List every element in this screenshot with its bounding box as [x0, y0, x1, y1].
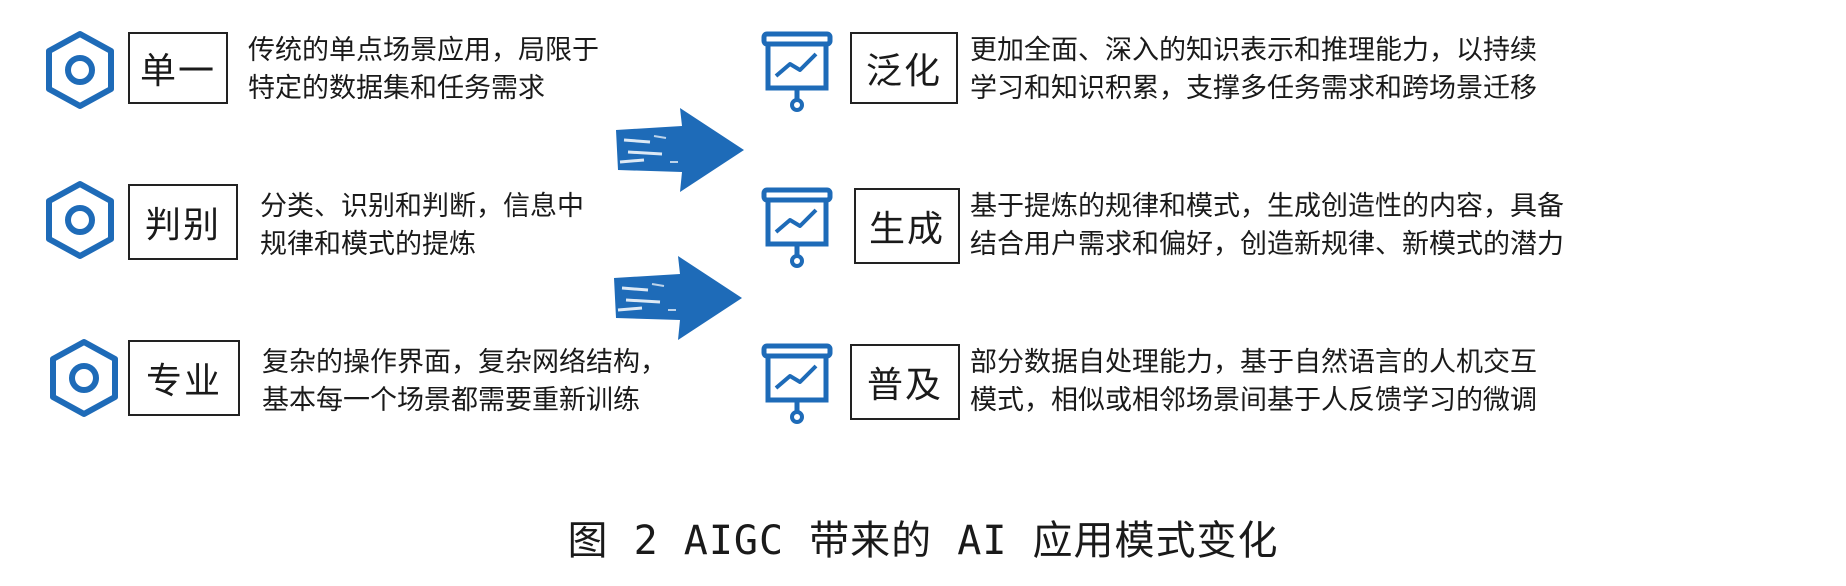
hexagon-nut-icon [44, 30, 116, 110]
description-single: 传统的单点场景应用，局限于 特定的数据集和任务需求 [248, 32, 599, 108]
description-discriminative: 分类、识别和判断，信息中 规律和模式的提炼 [260, 188, 584, 264]
label-box-specialized: 专业 [128, 340, 240, 416]
label-box-single: 单一 [128, 32, 228, 104]
brush-arrow-icon [610, 100, 750, 200]
description-line: 结合用户需求和偏好，创造新规律、新模式的潜力 [970, 229, 1564, 260]
description-line: 学习和知识积累，支撑多任务需求和跨场景迁移 [970, 73, 1537, 104]
description-line: 模式，相似或相邻场景间基于人反馈学习的微调 [970, 385, 1537, 416]
brush-arrow-icon [608, 248, 748, 348]
description-specialized: 复杂的操作界面，复杂网络结构， 基本每一个场景都需要重新训练 [262, 344, 667, 420]
description-line: 复杂的操作界面，复杂网络结构， [262, 347, 667, 378]
description-line: 基于提炼的规律和模式，生成创造性的内容，具备 [970, 191, 1564, 222]
description-generalization: 更加全面、深入的知识表示和推理能力，以持续 学习和知识积累，支撑多任务需求和跨场… [970, 32, 1537, 108]
label-box-discriminative: 判别 [128, 184, 238, 260]
description-line: 分类、识别和判断，信息中 [260, 191, 584, 222]
description-popularization: 部分数据自处理能力，基于自然语言的人机交互 模式，相似或相邻场景间基于人反馈学习… [970, 344, 1537, 420]
presentation-chart-icon [760, 342, 834, 426]
description-line: 部分数据自处理能力，基于自然语言的人机交互 [970, 347, 1537, 378]
description-line: 更加全面、深入的知识表示和推理能力，以持续 [970, 35, 1537, 66]
presentation-chart-icon [760, 186, 834, 270]
presentation-chart-icon [760, 30, 834, 114]
label-box-popularization: 普及 [850, 344, 960, 420]
hexagon-nut-icon [44, 180, 116, 260]
figure-caption: 图 2 AIGC 带来的 AI 应用模式变化 [567, 518, 1279, 564]
description-line: 基本每一个场景都需要重新训练 [262, 385, 640, 416]
description-line: 规律和模式的提炼 [260, 229, 476, 260]
label-box-generation: 生成 [854, 188, 960, 264]
description-line: 特定的数据集和任务需求 [248, 73, 545, 104]
label-box-generalization: 泛化 [850, 32, 958, 104]
hexagon-nut-icon [48, 338, 120, 418]
description-generation: 基于提炼的规律和模式，生成创造性的内容，具备 结合用户需求和偏好，创造新规律、新… [970, 188, 1564, 264]
description-line: 传统的单点场景应用，局限于 [248, 35, 599, 66]
